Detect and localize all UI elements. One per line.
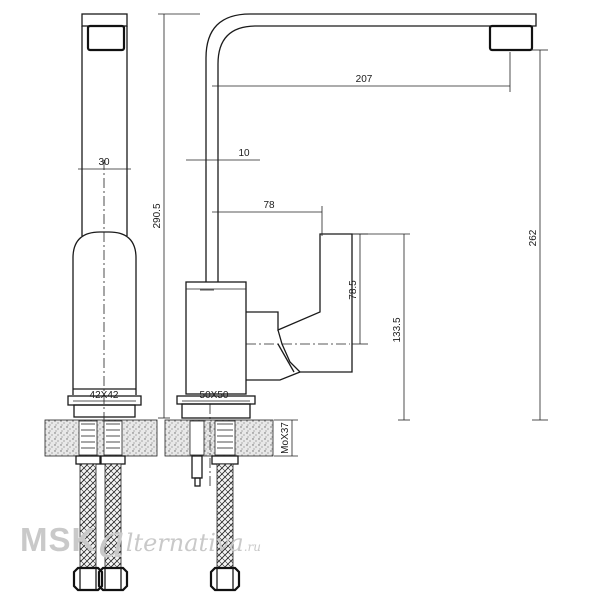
label-front-base: 50X50 xyxy=(200,390,229,401)
side-view xyxy=(67,13,142,436)
label-side-width: 30 xyxy=(98,157,110,168)
watermark-a: a xyxy=(98,514,126,568)
dimension-spout-reach xyxy=(212,52,511,92)
label-spout-offset: 10 xyxy=(238,148,250,159)
watermark-rest: lternativa xyxy=(125,529,244,557)
label-thread: MoX37 xyxy=(280,422,291,454)
label-handle-reach: 78 xyxy=(263,200,275,211)
label-spout-reach: 207 xyxy=(356,74,373,85)
countertop-right xyxy=(164,404,274,488)
dimension-thread xyxy=(274,419,298,457)
dimension-side-width xyxy=(78,163,131,175)
dimension-handle-base-height xyxy=(352,233,410,421)
watermark-tld: .ru xyxy=(243,540,262,554)
label-side-base: 42X42 xyxy=(90,390,119,401)
front-view xyxy=(176,13,537,419)
label-outlet-height: 262 xyxy=(528,229,539,246)
dimension-total-height xyxy=(158,13,200,419)
dimension-spout-offset xyxy=(186,154,260,166)
hoses xyxy=(72,463,241,592)
label-handle-height: 78.5 xyxy=(348,280,359,300)
watermark-main: MSK xyxy=(20,521,97,558)
dimension-outlet-height xyxy=(532,49,548,421)
dimension-handle-reach xyxy=(212,206,323,236)
countertop-left xyxy=(44,419,158,465)
watermark: MSKalternativa.ru xyxy=(20,508,262,568)
label-handle-base-height: 133.5 xyxy=(392,317,403,342)
label-total-height: 290.5 xyxy=(152,203,163,228)
